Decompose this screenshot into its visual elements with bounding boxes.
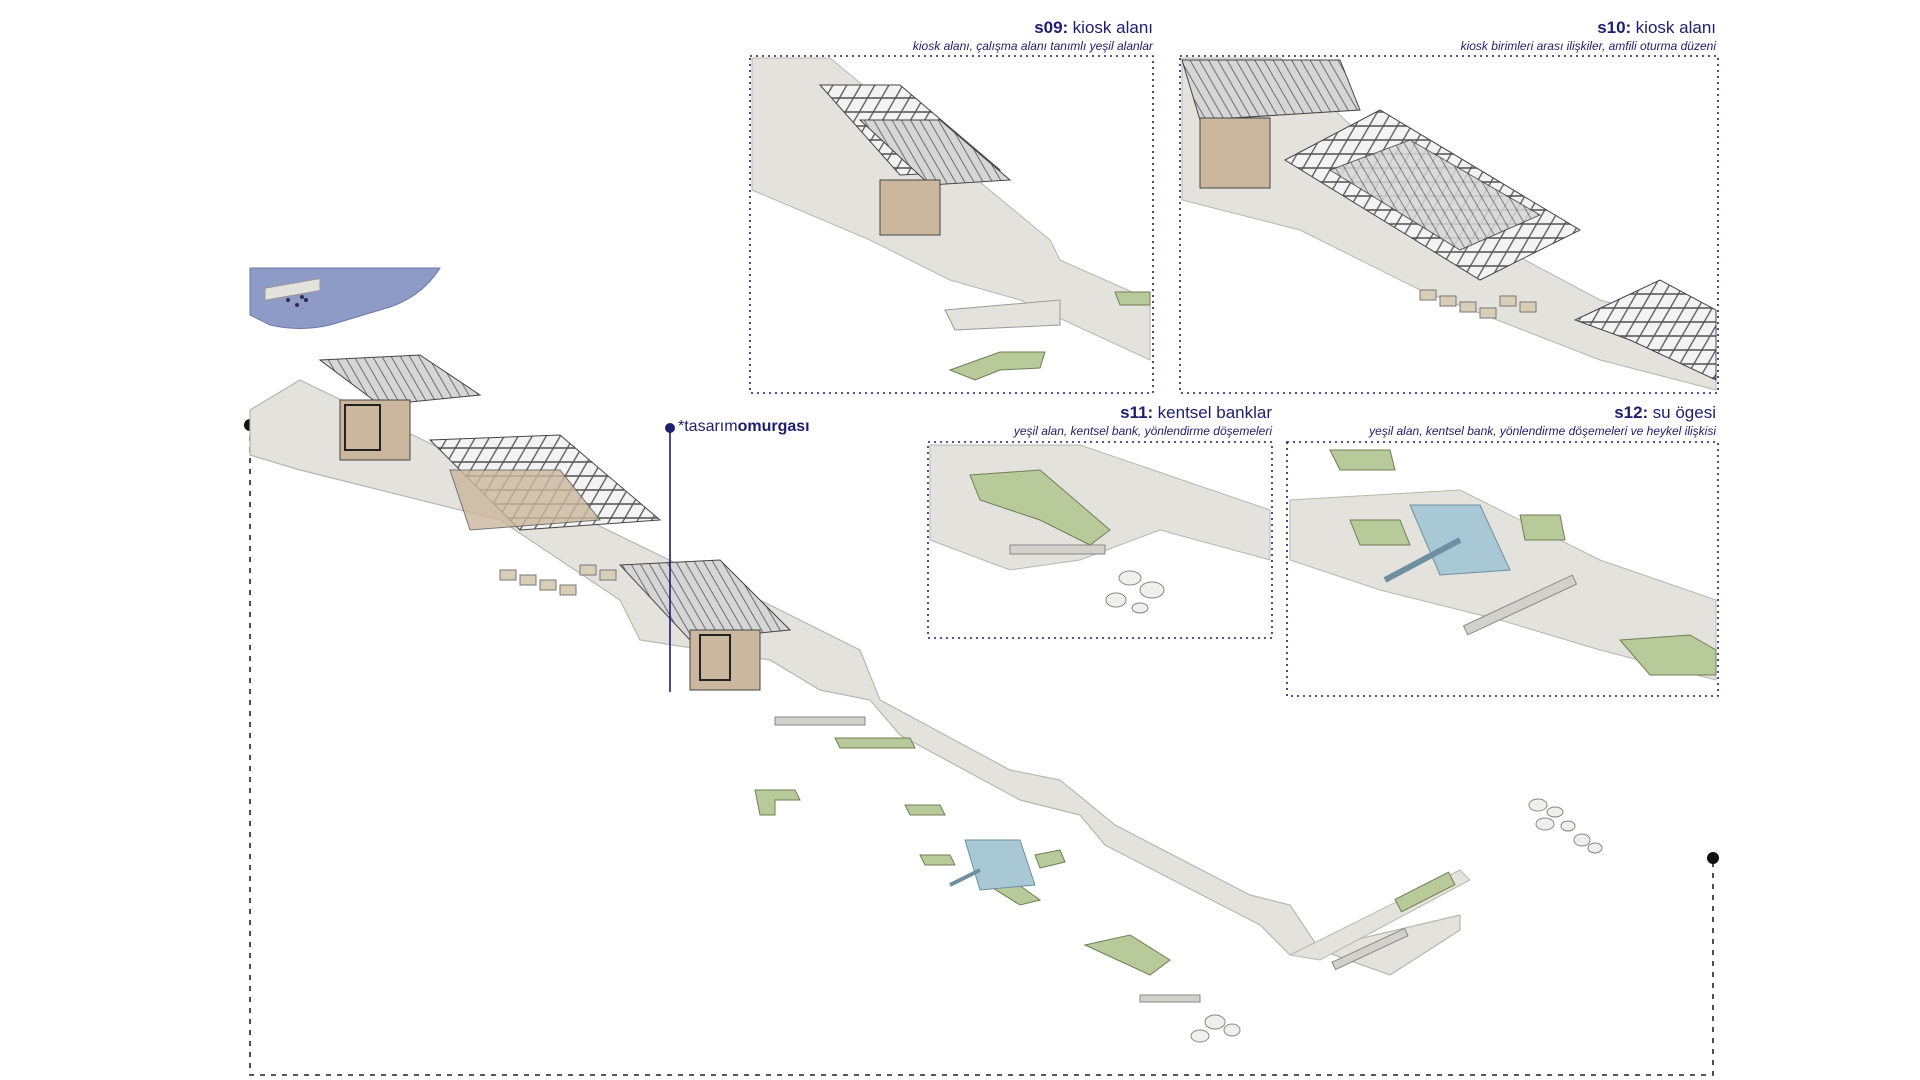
panel-s09-label: s09: kiosk alanı kiosk alanı, çalışma al… [733,18,1153,53]
panel-s10-illustration [1181,57,1717,391]
panel-s12-subtitle: yeşil alan, kentsel bank, yönlendirme dö… [1369,424,1716,438]
panel-s09-illustration [751,57,1151,381]
spine-label-prefix: *tasarım [678,418,738,435]
panel-s10-subtitle: kiosk birimleri arası ilişkiler, amfili … [1460,39,1716,53]
site-plan-main [249,267,1603,1043]
frame-node-right [1707,852,1719,864]
panel-s10-title: kiosk alanı [1635,18,1716,37]
kiosk-2 [428,434,662,596]
panel-s12-code: s12: [1614,403,1649,422]
panel-s09-subtitle: kiosk alanı, çalışma alanı tanımlı yeşil… [912,39,1153,53]
spine-label: *tasarımomurgası [678,418,810,436]
panel-s12-frame [1286,441,1719,697]
walkway-main [249,379,1461,976]
spine-label-bold: omurgası [737,418,810,435]
kiosk-1 [318,354,482,461]
panel-s12-label: s12: su ögesi yeşil alan, kentsel bank, … [1256,403,1716,438]
panel-s11-label: s11: kentsel banklar yeşil alan, kentsel… [912,403,1272,438]
panel-s09-title: kiosk alanı [1072,18,1153,37]
kiosk-3 [618,559,792,691]
panel-s09-frame [749,55,1154,394]
panel-s12-title: su ögesi [1652,403,1716,422]
spine-marker-dot [665,423,675,433]
panel-s12-illustration [1289,449,1717,681]
panel-s10-code: s10: [1597,18,1632,37]
panel-s11-title: kentsel banklar [1157,403,1272,422]
panel-s11-subtitle: yeşil alan, kentsel bank, yönlendirme dö… [1013,424,1272,438]
panel-s10-label: s10: kiosk alanı kiosk birimleri arası i… [1196,18,1716,53]
water-element [964,839,1036,891]
panel-s11-illustration [929,444,1271,614]
panel-s11-code: s11: [1120,403,1154,422]
panel-s09-code: s09: [1034,18,1069,37]
